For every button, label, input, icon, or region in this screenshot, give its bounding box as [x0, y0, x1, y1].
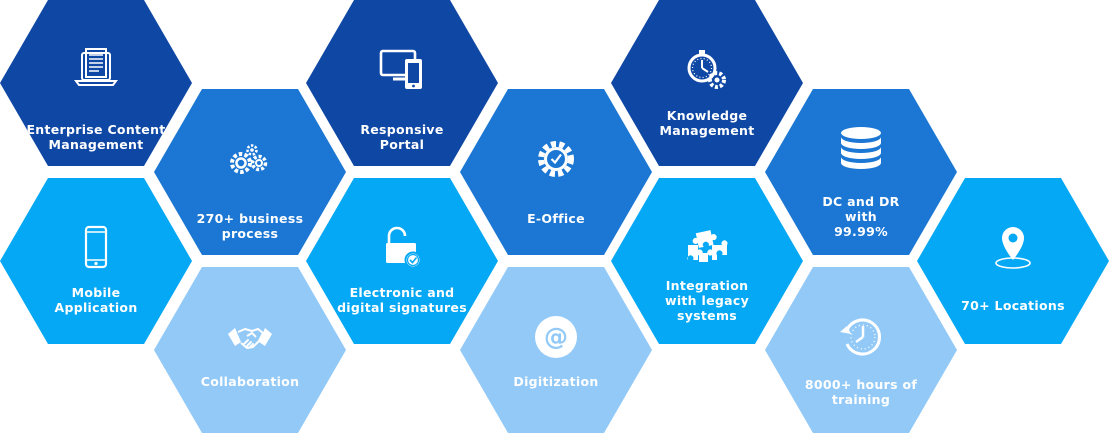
hex-label-locations: 70+ Locations	[961, 298, 1065, 313]
gear-check-icon	[531, 134, 581, 184]
svg-text:@: @	[544, 323, 568, 351]
at-sign-icon: @	[531, 312, 581, 362]
gears-icon	[225, 134, 275, 184]
hex-label-collab: Collaboration	[200, 374, 300, 389]
puzzle-icon	[682, 223, 732, 273]
hex-tile-eoffice: E-Office	[460, 89, 652, 255]
hex-tile-locations: 70+ Locations	[917, 178, 1109, 344]
unlock-check-icon	[377, 223, 427, 273]
history-clock-icon	[836, 312, 886, 362]
laptop-document-icon	[71, 45, 121, 95]
smartphone-icon	[71, 223, 121, 273]
hex-tile-collab: Collaboration	[154, 267, 346, 433]
hex-tile-digit: @ Digitization	[460, 267, 652, 433]
hex-label-eoffice: E-Office	[527, 211, 585, 226]
database-icon	[836, 123, 886, 173]
hex-label-digit: Digitization	[513, 374, 599, 389]
stopwatch-gear-icon	[682, 45, 732, 95]
location-pin-icon	[988, 223, 1038, 273]
devices-icon	[377, 45, 427, 95]
handshake-icon	[225, 312, 275, 362]
